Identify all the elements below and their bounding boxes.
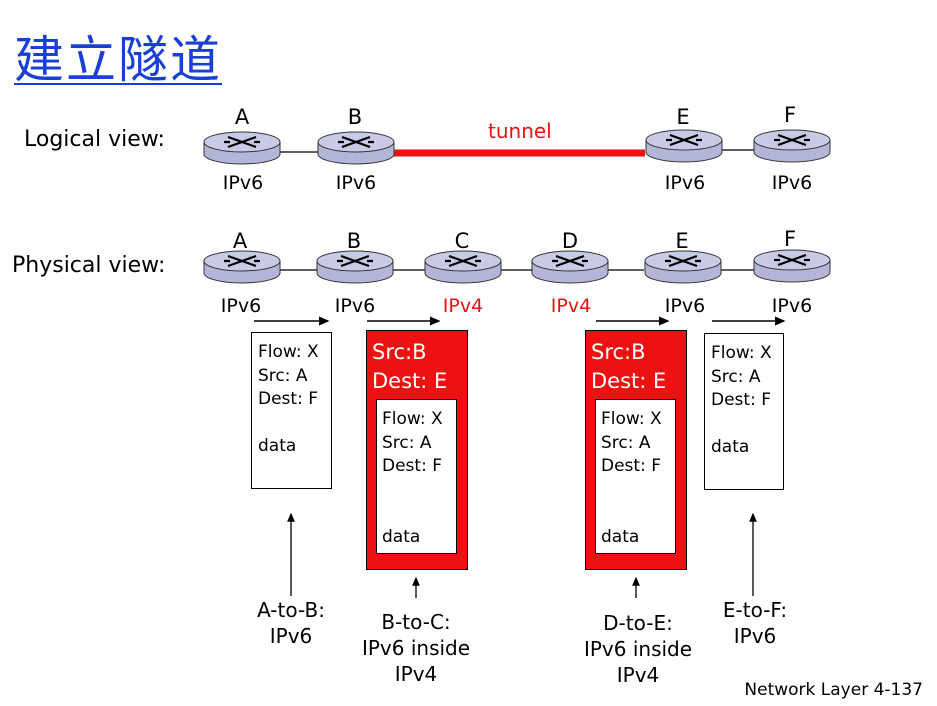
slide-footer: Network Layer 4-137 <box>744 680 923 700</box>
physical-router-a-proto: IPv6 <box>220 295 262 317</box>
router-icon <box>753 249 831 283</box>
packet-data: data <box>258 436 297 456</box>
packet-b-to-c-outer: Src:B Dest: E Flow: X Src: A Dest: F dat… <box>366 330 468 570</box>
router-icon <box>317 131 395 165</box>
packet-e-to-f: Flow: X Src: A Dest: F data <box>704 333 784 490</box>
outer-dest: Dest: E <box>591 369 667 393</box>
router-icon <box>531 250 609 284</box>
packet-line: Src: A <box>258 365 308 386</box>
packet-line: Flow: X <box>711 343 772 363</box>
router-icon <box>424 250 502 284</box>
outer-src: Src:B <box>372 340 427 364</box>
caption-line: IPv6 <box>733 624 777 648</box>
physical-router-f-name: F <box>783 227 797 251</box>
logical-router-e-proto: IPv6 <box>664 172 706 194</box>
logical-view-label: Logical view: <box>24 127 165 152</box>
packet-line: Dest: F <box>601 456 661 476</box>
packet-b-to-c-inner: Flow: X Src: A Dest: F data <box>376 399 457 554</box>
physical-router-c-name: C <box>454 229 470 253</box>
physical-router-b-proto: IPv6 <box>334 295 376 317</box>
logical-router-a-name: A <box>234 105 250 129</box>
logical-router-f-name: F <box>783 103 797 127</box>
logical-router-f-proto: IPv6 <box>771 172 813 194</box>
packet-line: Dest: F <box>711 390 771 410</box>
physical-router-f-proto: IPv6 <box>771 295 813 317</box>
packet-line <box>382 479 456 503</box>
packet-line: Src: A <box>601 432 651 453</box>
physical-router-e-proto: IPv6 <box>664 295 706 317</box>
tunnel-label: tunnel <box>488 119 552 143</box>
packet-line: Src: A <box>382 432 432 453</box>
caption-d-to-e: D-to-E: IPv6 inside IPv4 <box>568 610 708 688</box>
caption-b-to-c: B-to-C: IPv6 inside IPv4 <box>346 609 486 687</box>
slide-title: 建立隧道 <box>14 31 222 89</box>
packet-a-to-b: Flow: X Src: A Dest: F data <box>251 332 332 489</box>
packet-line: Src: A <box>711 366 761 387</box>
packet-line <box>258 412 331 436</box>
router-icon <box>753 129 831 163</box>
caption-line: IPv4 <box>394 662 438 686</box>
physical-router-d-name: D <box>561 229 579 253</box>
router-icon <box>203 250 281 284</box>
packet-line <box>711 413 783 437</box>
router-icon <box>644 250 722 284</box>
physical-view-label: Physical view: <box>12 253 166 278</box>
packet-line <box>601 502 675 526</box>
packet-line: Dest: F <box>382 456 442 476</box>
router-icon <box>203 131 281 165</box>
caption-line: B-to-C: <box>381 610 451 634</box>
packet-line: Dest: F <box>258 389 318 409</box>
packet-data: data <box>711 437 750 457</box>
router-icon <box>645 129 723 163</box>
packet-d-to-e-inner: Flow: X Src: A Dest: F data <box>595 399 676 554</box>
packet-data: data <box>601 526 640 547</box>
logical-router-b-name: B <box>347 105 363 129</box>
logical-router-b-proto: IPv6 <box>335 172 377 194</box>
packet-line: Flow: X <box>258 342 319 362</box>
caption-line: D-to-E: <box>603 611 673 635</box>
physical-router-c-proto: IPv4 <box>442 295 484 317</box>
caption-line: A-to-B: <box>257 598 325 622</box>
packet-d-to-e-outer: Src:B Dest: E Flow: X Src: A Dest: F dat… <box>585 330 687 570</box>
caption-e-to-f: E-to-F: IPv6 <box>695 597 815 649</box>
physical-router-b-name: B <box>346 229 362 253</box>
packet-line <box>601 479 675 503</box>
packet-line: Flow: X <box>601 409 662 429</box>
caption-line: IPv4 <box>616 663 660 687</box>
caption-line: E-to-F: <box>722 598 788 622</box>
logical-router-e-name: E <box>676 105 690 129</box>
physical-router-a-name: A <box>232 229 248 253</box>
caption-a-to-b: A-to-B: IPv6 <box>231 597 351 649</box>
packet-data: data <box>382 526 421 547</box>
outer-src: Src:B <box>591 340 646 364</box>
physical-router-e-name: E <box>675 229 689 253</box>
physical-router-d-proto: IPv4 <box>550 295 592 317</box>
logical-router-a-proto: IPv6 <box>222 172 264 194</box>
outer-dest: Dest: E <box>372 369 448 393</box>
caption-line: IPv6 inside <box>361 636 471 660</box>
router-icon <box>316 250 394 284</box>
caption-line: IPv6 <box>269 624 313 648</box>
packet-line: Flow: X <box>382 409 443 429</box>
packet-line <box>382 502 456 526</box>
caption-line: IPv6 inside <box>583 637 693 661</box>
